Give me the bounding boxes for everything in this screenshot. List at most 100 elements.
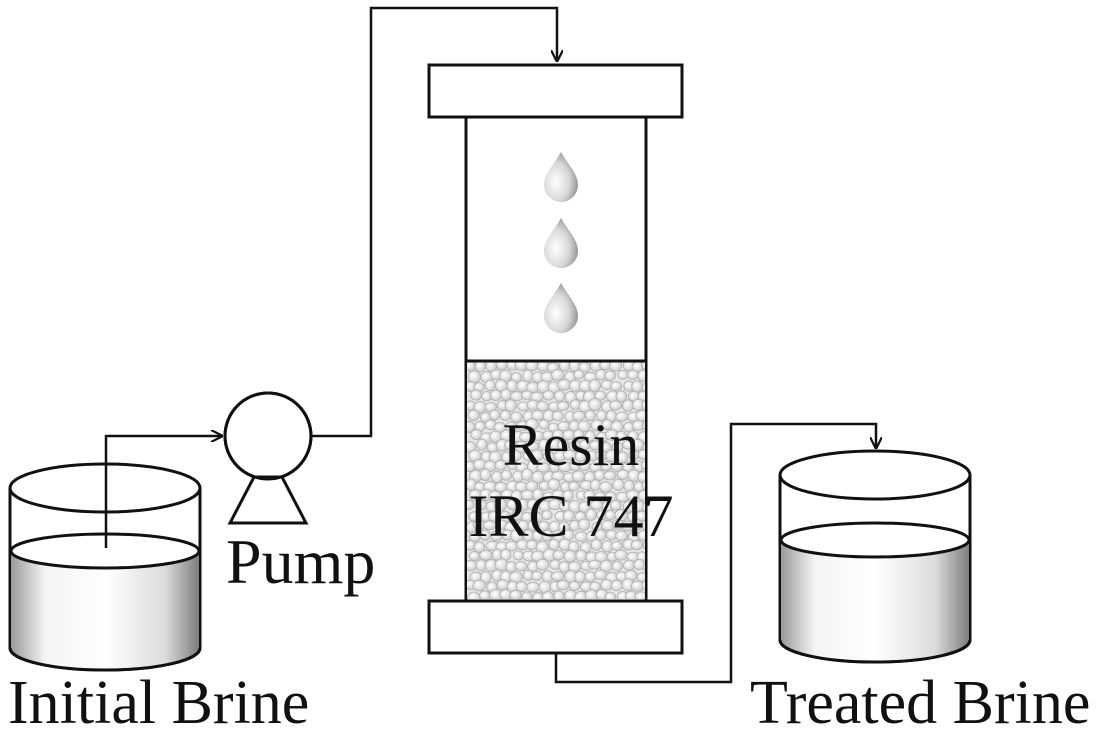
initial-brine-label: Initial Brine [8,669,310,732]
resin-bead [641,519,645,531]
resin-bead [577,518,591,531]
resin-bead [553,590,565,599]
resin-bead [615,390,627,403]
resin-bead [634,510,645,522]
resin-bead [573,369,585,380]
resin-bead [641,382,645,393]
initial-brine-liquid [11,551,199,669]
resin-bead [479,468,491,482]
resin-bead [562,509,575,522]
resin-bead [642,419,645,431]
resin-bead [648,591,658,600]
pump-icon [223,391,313,525]
treated-brine-label: Treated Brine [750,669,1091,732]
resin-bead [615,430,627,442]
resin-bead [636,572,645,583]
resin-bead [622,559,636,571]
resin-bead [530,449,544,462]
resin-bead [476,438,488,451]
resin-bead [610,540,623,551]
resin-bead [593,569,607,581]
resin-bead [494,459,507,471]
resin-bead [527,519,539,532]
resin-bead [630,539,644,551]
resin-bead [552,550,565,561]
initial-brine-beaker [8,462,202,672]
resin-bead [637,489,645,502]
resin-label-line1: Resin [502,412,640,478]
resin-bead [647,571,658,583]
resin-bead [615,530,628,542]
resin-bead [603,470,617,481]
resin-bead [649,391,661,402]
resin-bead [648,371,659,383]
resin-bead [512,550,525,561]
resin-bead [525,418,539,431]
resin-bead [575,549,587,562]
resin-bead [467,409,480,422]
resin-bead [547,478,561,491]
resin-bead [642,442,645,452]
resin-bead [556,401,570,411]
column-bottom-cap [427,599,684,655]
resin-bead [568,580,581,591]
resin-bead [515,580,528,593]
resin-bead [609,362,623,372]
resin-bead [563,549,577,563]
resin-bead [472,579,486,592]
resin-bead [604,591,616,599]
resin-bead [610,579,623,592]
resin-bead [641,480,645,491]
resin-bead [531,570,543,581]
resin-bead [611,560,623,572]
resin-bead [637,529,645,542]
resin-bead [609,400,622,411]
column-top-cap [427,63,684,119]
droplet-icon [544,152,578,333]
resin-bead [641,362,645,370]
resin-bead [479,549,493,561]
resin-bead [541,509,553,521]
resin-bed [467,362,661,600]
resin-bead [514,561,528,572]
resin-bead [479,590,491,599]
resin-bead [542,390,555,401]
resin-bead [526,581,540,593]
resin-bead [634,591,645,599]
resin-label-line2: IRC 747 [468,482,674,549]
resin-bead [640,460,645,471]
resin-bead [641,580,645,591]
resin-bead [551,410,564,422]
resin-bead [510,411,523,423]
resin-bead [637,369,645,382]
resin-bead [500,469,513,481]
resin-bead [473,541,486,553]
treated-brine-beaker [778,449,972,664]
treated-brine-liquid [781,540,969,661]
resin-bead [610,381,623,392]
resin-bead [588,398,602,411]
feed-tube [311,6,557,438]
resin-bead [556,580,570,591]
pump-label: Pump [226,526,376,597]
resin-bead [626,369,640,380]
outlet-tube [554,422,876,684]
resin-bead [599,481,613,493]
resin-bead [584,430,596,442]
resin-bead [605,449,618,463]
resin-bead [631,380,643,393]
resin-bead [578,500,591,513]
resin-bead [468,511,481,522]
resin-bead [553,390,566,402]
resin-bead [643,562,645,572]
resin-bead [550,571,565,582]
resin-bead [594,390,607,401]
resin-bead [588,559,602,570]
resin-bead [551,369,565,381]
resin-bead [467,499,475,510]
resin-bead [484,379,496,392]
resin-bead [617,369,629,380]
resin-bead [562,489,574,502]
resin-bead [504,399,517,413]
